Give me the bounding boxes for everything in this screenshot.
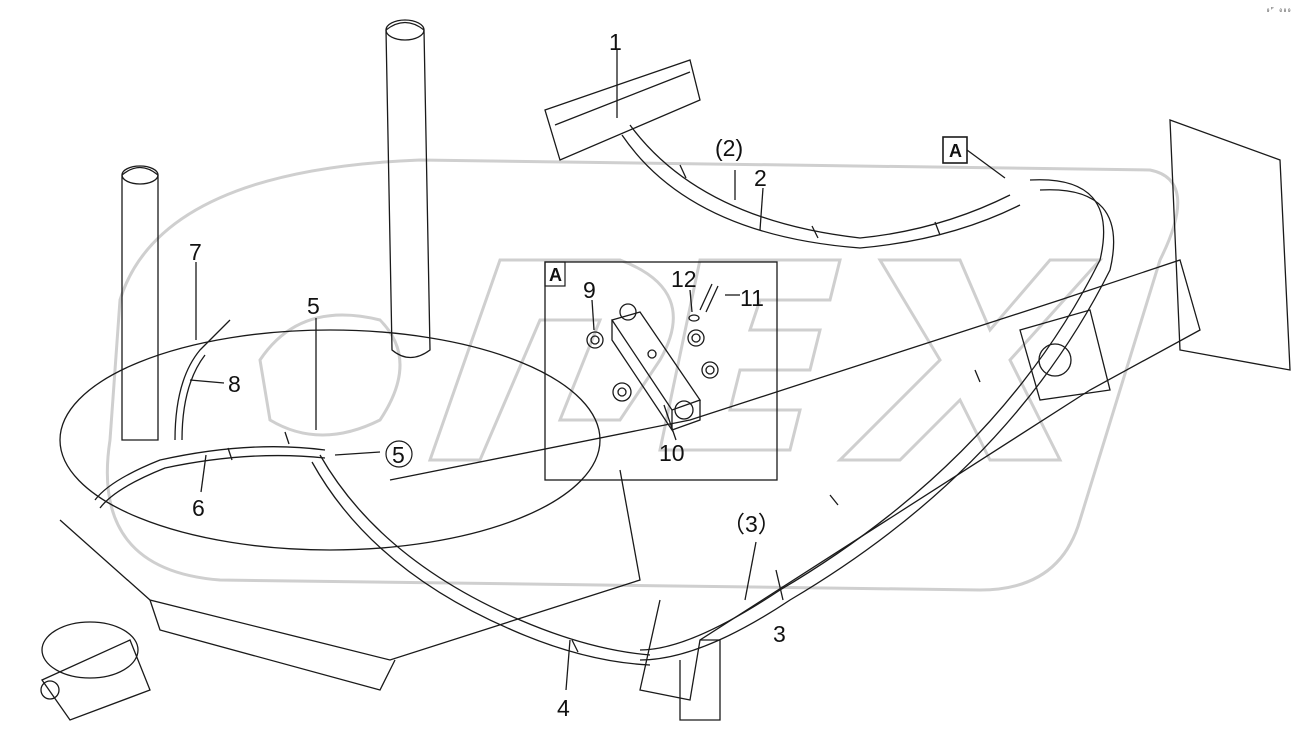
callout-1: 1 xyxy=(609,29,622,55)
callout-5-circle xyxy=(385,440,413,468)
callout-9: 9 xyxy=(583,277,596,303)
detail-view-label-box xyxy=(544,261,566,287)
callout-8: 8 xyxy=(228,371,241,397)
corner-mark: ₀ᴾ ₀₀₀ xyxy=(1266,6,1291,14)
callout-5-top: 5 xyxy=(307,293,320,319)
callout-2-paren: (2) xyxy=(715,135,743,161)
watermark xyxy=(105,158,1180,592)
flag-a-label: A xyxy=(949,141,962,161)
callout-11: 11 xyxy=(740,285,764,311)
callout-4: 4 xyxy=(557,695,570,721)
callout-12: 12 xyxy=(671,266,697,292)
callout-5-circled: 5 xyxy=(392,442,405,468)
callout-3-paren: （3） xyxy=(722,511,781,537)
callout-6: 6 xyxy=(192,495,205,521)
callout-7: 7 xyxy=(189,239,202,265)
detail-view-label: A xyxy=(549,265,562,285)
linework xyxy=(40,19,1291,721)
callout-2: 2 xyxy=(754,165,767,191)
callout-10: 10 xyxy=(659,440,685,466)
callout-3: 3 xyxy=(773,621,786,647)
